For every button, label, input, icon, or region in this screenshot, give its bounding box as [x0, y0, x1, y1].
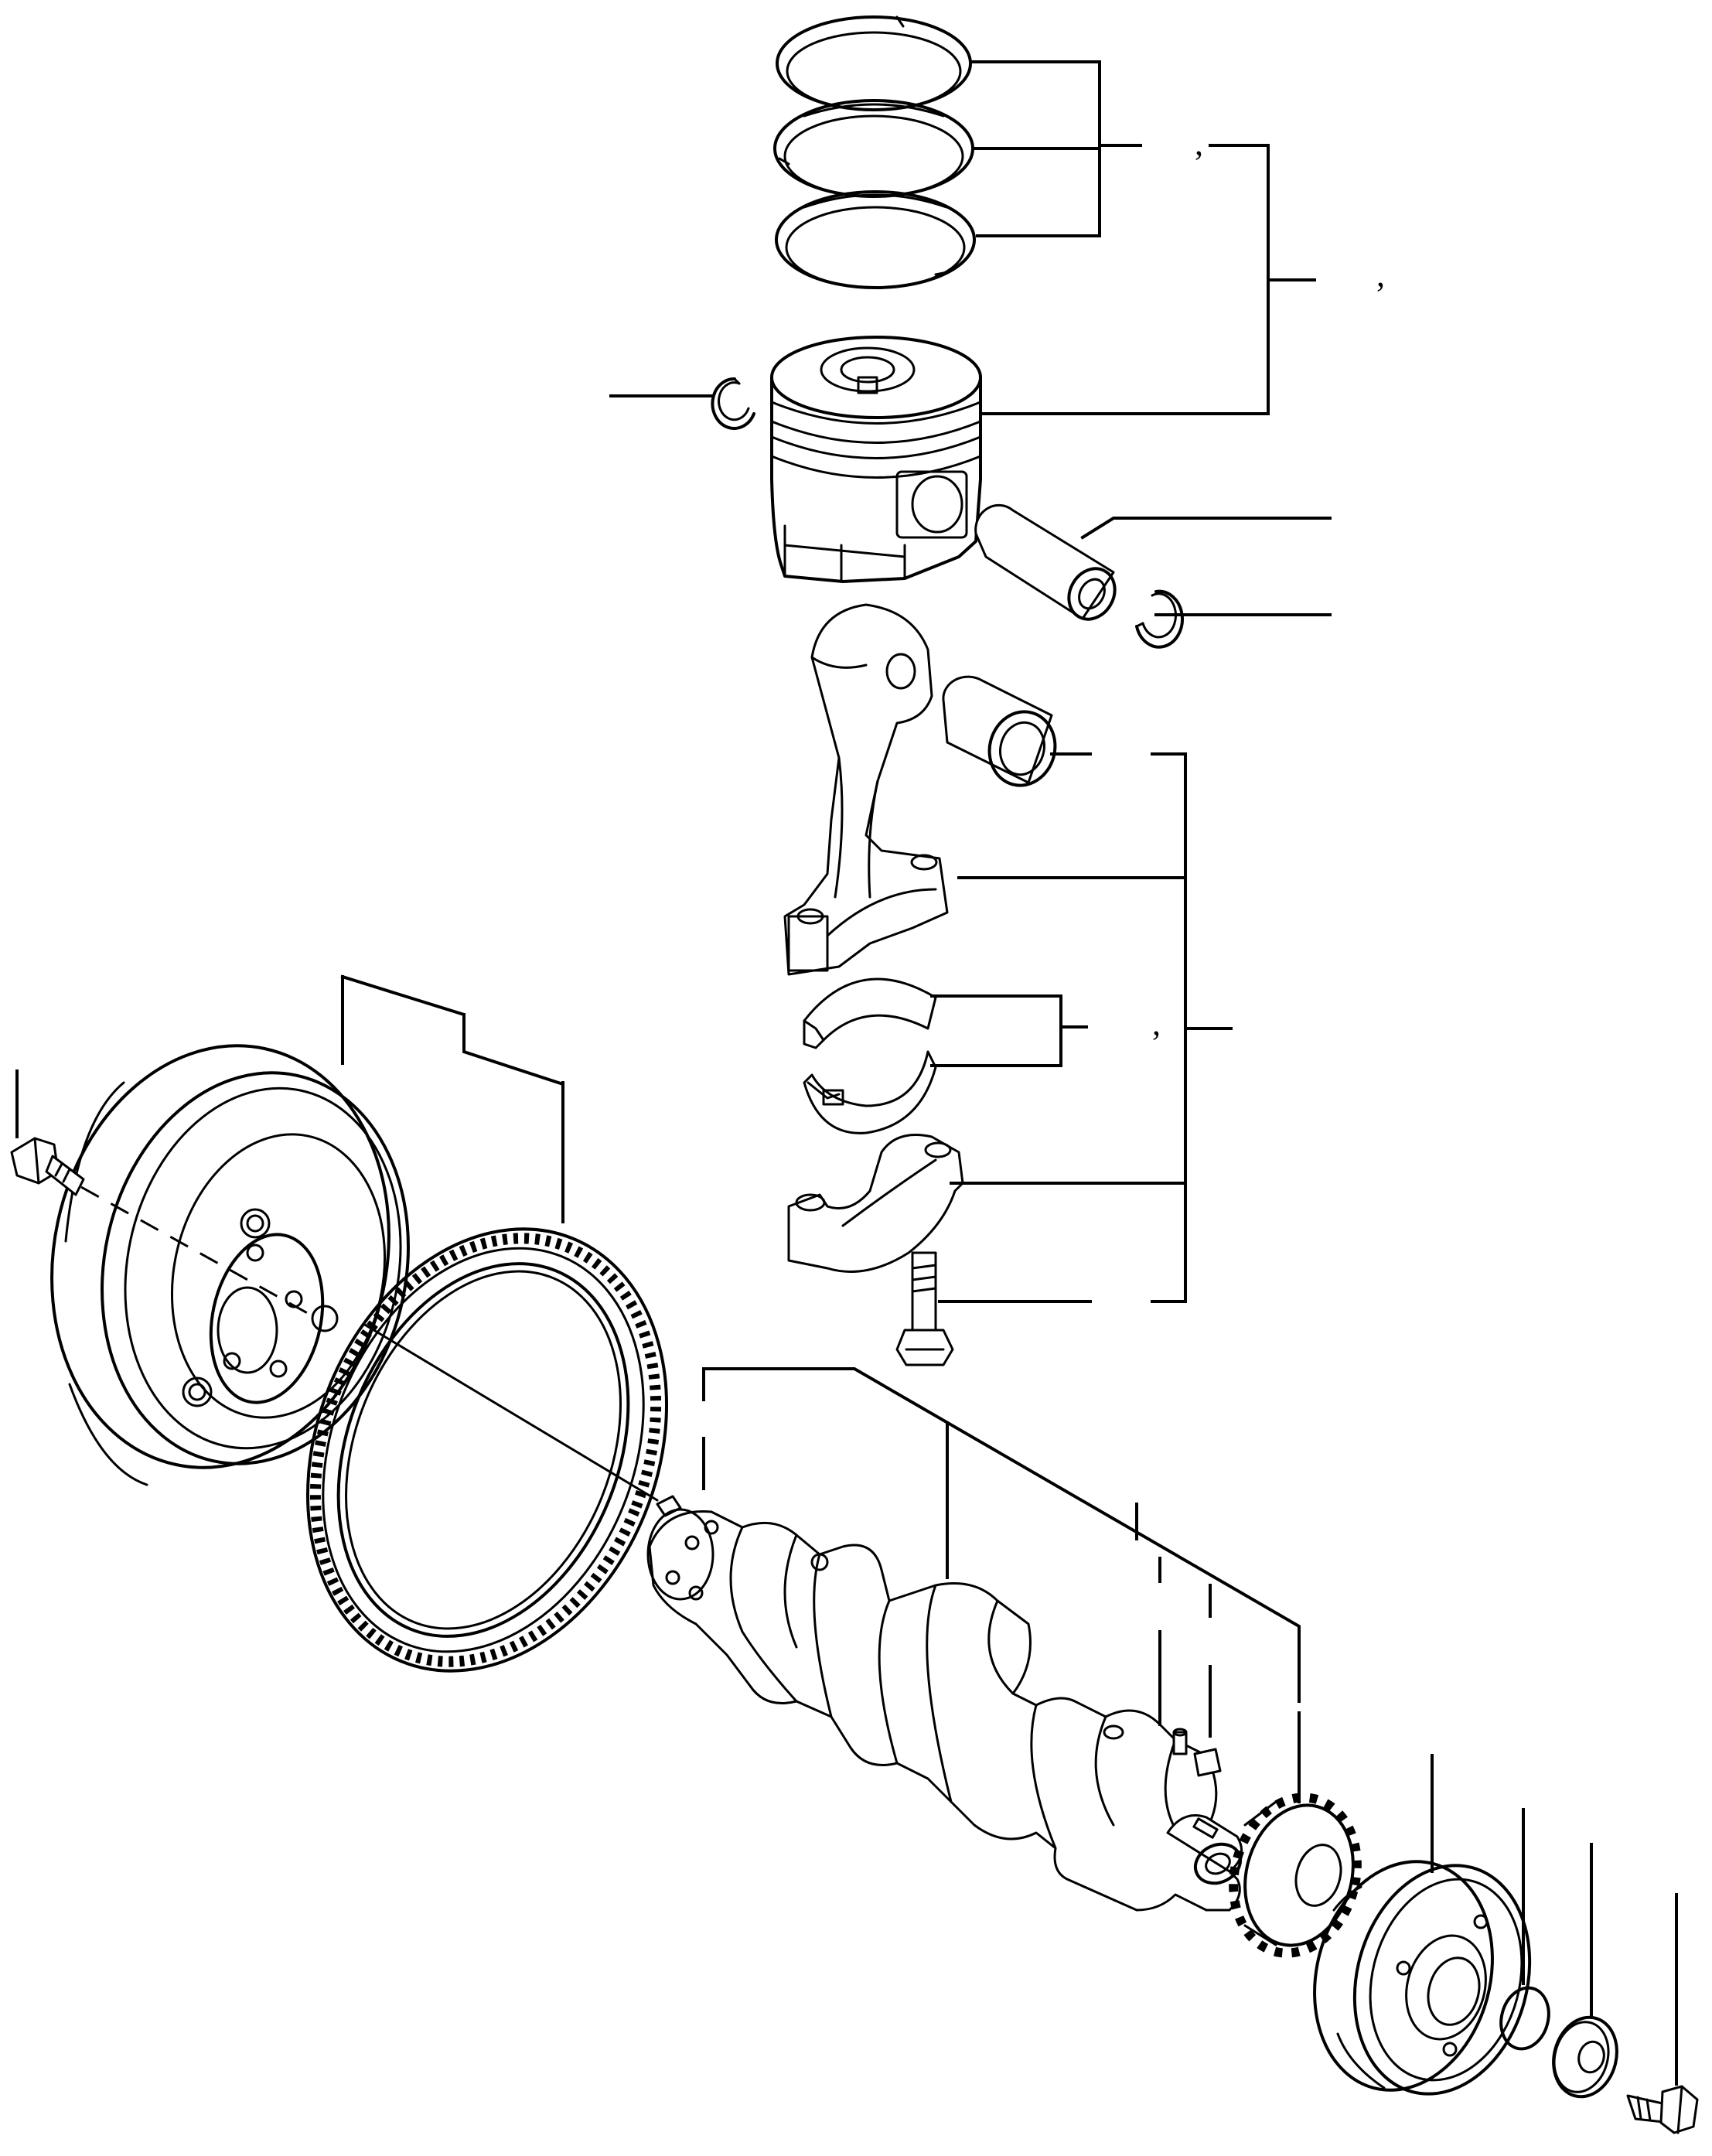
leader-lines [15, 60, 1678, 2086]
piston [770, 336, 982, 583]
connecting-rod [783, 603, 949, 976]
pulley-bolt [1626, 2085, 1699, 2134]
circlip-left [711, 377, 755, 430]
piston-ring-middle [773, 99, 974, 198]
piston-ring-oil [775, 190, 976, 289]
ring-gear [306, 1227, 668, 1673]
woodruff-key [1193, 1748, 1222, 1777]
roll-pin [1172, 1728, 1188, 1755]
flywheel-bolt [10, 1137, 85, 1196]
o-ring [1499, 1986, 1550, 2051]
rod-bolt [895, 1251, 954, 1366]
piston-pin [974, 503, 1117, 621]
callout-mark: , [1152, 1005, 1161, 1042]
small-end-bushing [942, 675, 1057, 787]
washer [1552, 2015, 1618, 2099]
rod-cap [787, 1134, 964, 1273]
crankshaft-pulley [1313, 1860, 1532, 2096]
bearing-shell-lower [803, 1050, 937, 1134]
callout-mark: , [1376, 256, 1385, 294]
flywheel [50, 1044, 410, 1486]
circlip-right [1135, 589, 1184, 649]
assembly-axis-flywheel [80, 1185, 318, 1320]
bearing-shell-upper [803, 977, 937, 1049]
assembly-axis-crank [362, 1322, 659, 1502]
piston-ring-top [776, 15, 972, 111]
timing-gear [1229, 1793, 1362, 1958]
callout-mark: , [1195, 125, 1203, 162]
